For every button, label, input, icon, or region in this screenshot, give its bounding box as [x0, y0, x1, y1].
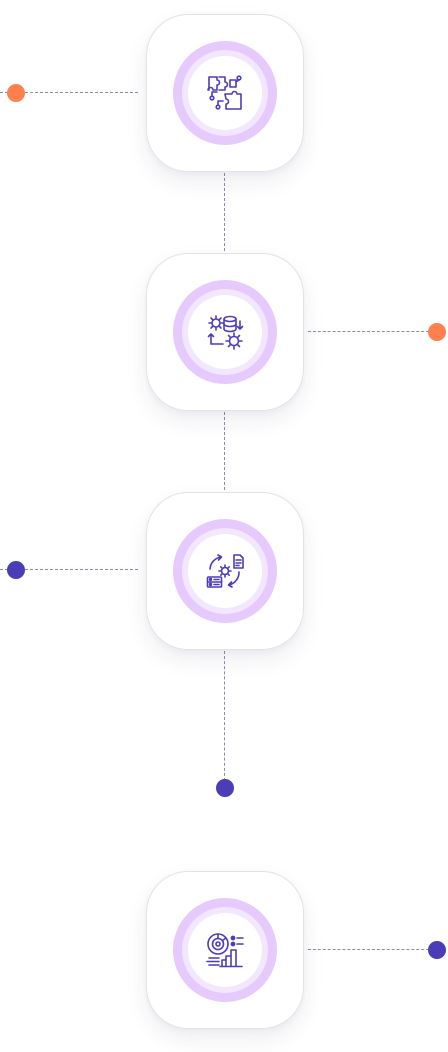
vertical-connector-2 [224, 412, 225, 490]
timeline-end-dot [216, 779, 234, 797]
process-automation-icon [206, 554, 244, 588]
icon-ring [173, 519, 277, 623]
icon-disc [188, 295, 262, 369]
connector-line-1 [0, 92, 138, 93]
icon-disc [188, 913, 262, 987]
icon-ring [173, 898, 277, 1002]
vertical-connector-3 [224, 651, 225, 781]
connector-line-2 [308, 331, 434, 332]
step-card-1[interactable] [146, 14, 304, 172]
icon-ring [173, 41, 277, 145]
vertical-connector-1 [224, 173, 225, 251]
step-card-2[interactable] [146, 253, 304, 411]
icon-disc [188, 56, 262, 130]
step-card-4[interactable] [146, 871, 304, 1029]
connector-line-4 [308, 949, 434, 950]
puzzle-icon [207, 75, 242, 110]
step-card-3[interactable] [146, 492, 304, 650]
icon-ring [173, 280, 277, 384]
connector-dot-2 [428, 323, 446, 341]
connector-dot-4 [428, 941, 446, 959]
database-gears-icon [207, 315, 244, 350]
icon-disc [188, 534, 262, 608]
connector-dot-3 [7, 561, 25, 579]
connector-dot-1 [7, 84, 25, 102]
connector-line-3 [0, 569, 138, 570]
analytics-report-icon [206, 933, 244, 968]
